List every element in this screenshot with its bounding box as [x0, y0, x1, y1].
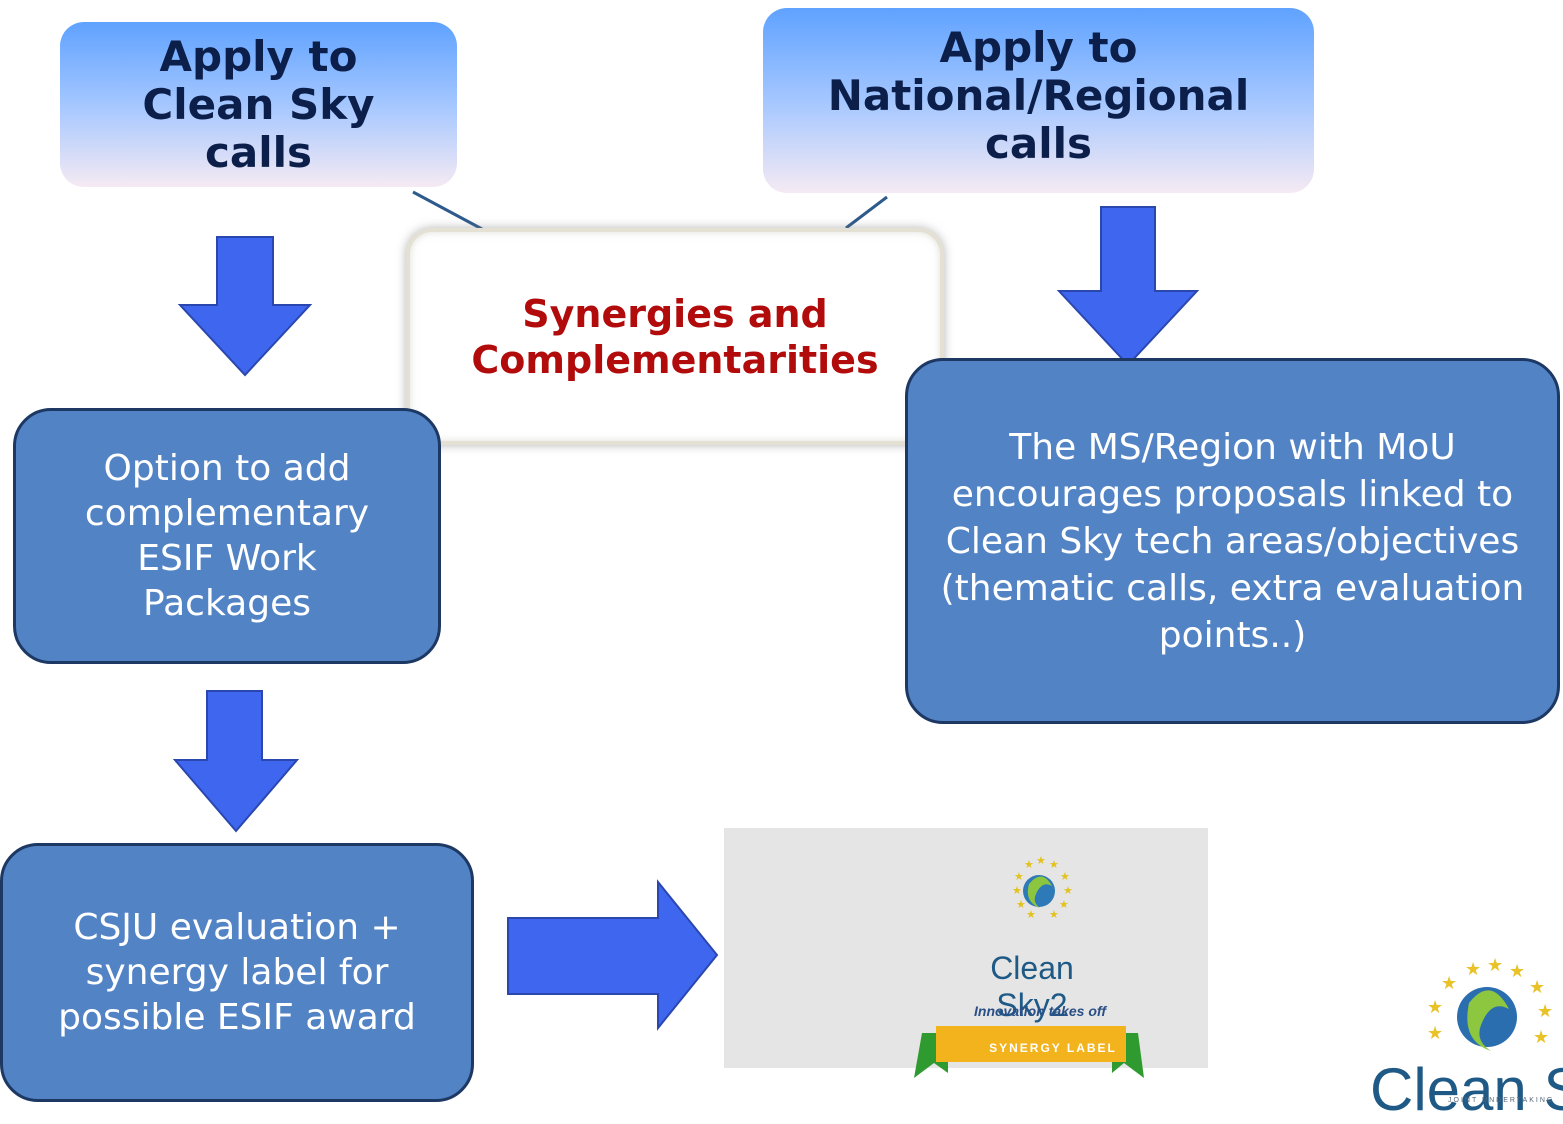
svg-text:★: ★	[1049, 858, 1059, 871]
svg-text:★: ★	[1012, 884, 1022, 897]
connector-right	[845, 195, 888, 230]
connector-left	[412, 190, 483, 231]
svg-text:★: ★	[1063, 884, 1073, 897]
csju-evaluation-box: CSJU evaluation + synergy label for poss…	[0, 843, 474, 1102]
apply-national-box: Apply to National/Regional calls	[763, 8, 1314, 193]
option-esif-box: Option to add complementary ESIF Work Pa…	[13, 408, 441, 664]
svg-text:★: ★	[1016, 898, 1026, 911]
down-arrow-3	[172, 690, 300, 833]
synergies-label: Synergies and Complementarities	[471, 291, 879, 382]
option-esif-label: Option to add complementary ESIF Work Pa…	[84, 448, 370, 624]
corner-logo-text: Clean Sky	[1370, 1056, 1563, 1123]
svg-text:★: ★	[1465, 959, 1481, 980]
svg-text:★: ★	[1533, 1027, 1549, 1048]
csju-evaluation-label: CSJU evaluation + synergy label for poss…	[58, 907, 416, 1038]
ribbon-icon	[936, 1026, 1126, 1062]
synergies-box: Synergies and Complementarities	[406, 228, 944, 445]
right-arrow	[507, 879, 719, 1031]
svg-text:★: ★	[1026, 908, 1036, 921]
synergy-label-ribbon-text: SYNERGY LABEL	[989, 1041, 1117, 1055]
svg-text:★: ★	[1441, 973, 1457, 994]
synergy-label-graphic: ★★ ★★ ★★ ★★ ★★ ★	[914, 854, 1144, 1078]
ms-region-label: The MS/Region with MoU encourages propos…	[940, 426, 1525, 656]
ms-region-box: The MS/Region with MoU encourages propos…	[905, 358, 1560, 724]
down-arrow-2	[1056, 206, 1200, 367]
svg-text:★: ★	[1487, 955, 1503, 976]
svg-text:★: ★	[1014, 870, 1024, 883]
svg-text:★: ★	[1059, 898, 1069, 911]
svg-text:★: ★	[1036, 854, 1046, 867]
svg-text:★: ★	[1024, 858, 1034, 871]
svg-text:★: ★	[1060, 870, 1070, 883]
clean-sky2-logo-text: Clean Sky2	[990, 950, 1074, 1023]
apply-clean-sky-label: Apply to Clean Sky calls	[142, 31, 375, 177]
svg-text:★: ★	[1049, 908, 1059, 921]
star-ring-icon: ★★ ★★ ★★ ★★ ★★ ★	[1012, 854, 1073, 921]
down-arrow-1	[177, 236, 313, 377]
apply-clean-sky-box: Apply to Clean Sky calls	[60, 22, 457, 187]
corner-logo-subtitle: JOINT UNDERTAKING	[1448, 1097, 1555, 1104]
svg-text:★: ★	[1427, 997, 1443, 1018]
tagline: Innovation takes off	[974, 1003, 1106, 1019]
svg-text:★: ★	[1509, 961, 1525, 982]
svg-text:★: ★	[1529, 977, 1545, 998]
clean-sky-corner-logo: ★★★ ★★★ ★★★	[1427, 955, 1553, 1051]
apply-national-label: Apply to National/Regional calls	[827, 22, 1250, 168]
svg-text:★: ★	[1537, 1001, 1553, 1022]
svg-text:★: ★	[1427, 1023, 1443, 1044]
